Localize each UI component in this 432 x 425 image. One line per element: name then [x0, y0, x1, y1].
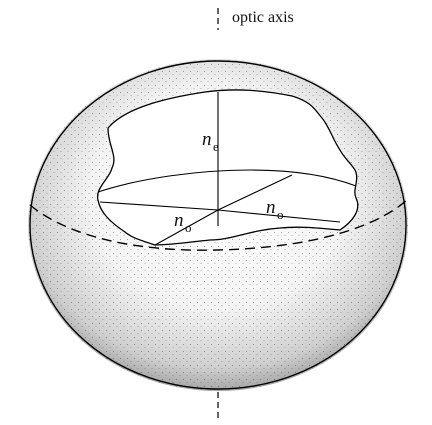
svg-text:o: o	[185, 220, 192, 235]
svg-text:o: o	[277, 207, 284, 222]
svg-text:n: n	[202, 129, 212, 150]
cutaway-section	[98, 90, 358, 245]
svg-text:n: n	[266, 197, 276, 218]
svg-text:n: n	[174, 210, 184, 231]
svg-text:e: e	[213, 139, 219, 154]
optic-axis-label: optic axis	[232, 9, 294, 26]
